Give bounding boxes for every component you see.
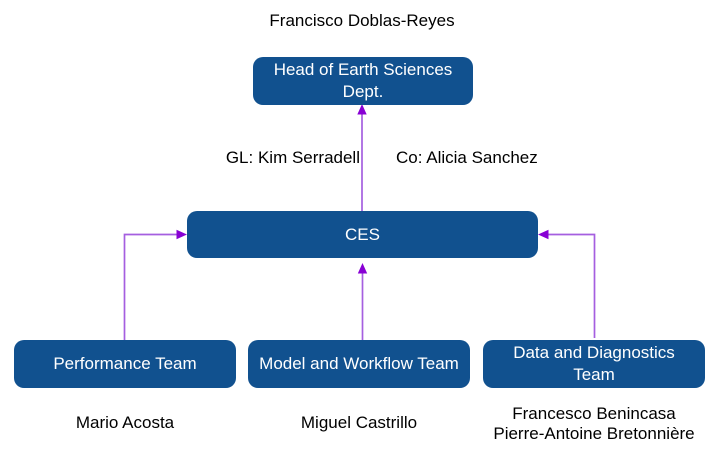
model-workflow-team-member: Miguel Castrillo [300, 413, 418, 432]
data-diagnostics-team-member-2: Pierre-Antoine Bretonnière [493, 424, 695, 443]
data-diagnostics-team-box: Data and Diagnostics Team [483, 340, 705, 388]
performance-team-box: Performance Team [14, 340, 236, 388]
group-leader-label: GL: Kim Serradell [225, 148, 360, 167]
performance-team-member: Mario Acosta [75, 413, 175, 432]
head-of-dept-box: Head of Earth Sciences Dept. [253, 57, 473, 105]
connector-performance-team-to-ces [123, 229, 187, 340]
ces-group-box: CES [187, 211, 538, 258]
connector-model-team-to-ces [357, 263, 368, 341]
performance-team-box-label: Performance Team [53, 354, 197, 373]
data-diagnostics-team-member-1: Francesco Benincasa [512, 404, 676, 423]
head-of-dept-box-label: Head of Earth Sciences Dept. [273, 60, 453, 101]
ces-group-box-label: CES [345, 224, 380, 244]
model-workflow-team-box: Model and Workflow Team [248, 340, 470, 388]
data-diagnostics-team-members: Francesco Benincasa Pierre-Antoine Breto… [464, 404, 722, 444]
model-workflow-team-box-label: Model and Workflow Team [259, 354, 459, 373]
department-head-name: Francisco Doblas-Reyes [269, 11, 455, 30]
connector-data-team-to-ces [538, 229, 596, 338]
co-leader-label: Co: Alicia Sanchez [396, 148, 538, 167]
data-diagnostics-team-box-label: Data and Diagnostics Team [513, 343, 675, 384]
